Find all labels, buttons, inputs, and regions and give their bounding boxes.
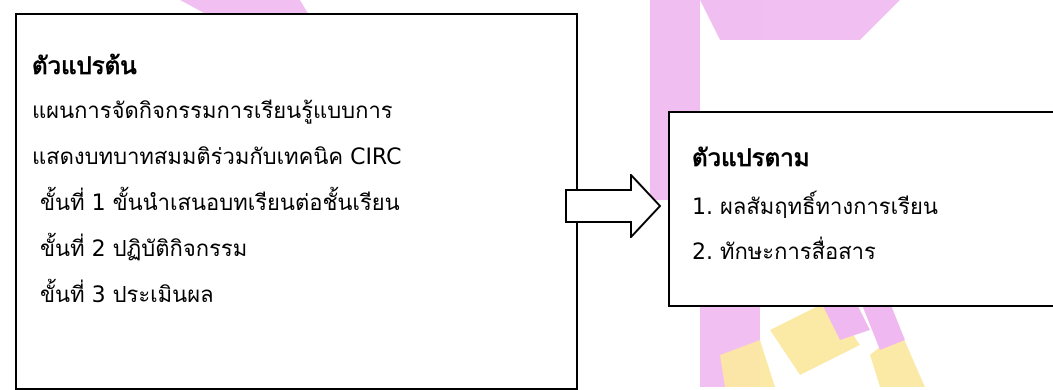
step-2-label: ขั้นที่ 2 ปฏิบัติกิจกรรม	[40, 237, 248, 262]
independent-variable-box: ตัวแปรต้น แผนการจัดกิจกรรมการเรียนรู้แบบ…	[15, 13, 578, 390]
step-3-label: ขั้นที่ 3 ประเมินผล	[40, 283, 214, 308]
dependent-variable-line-2: 2. ทักษะการสื่อสาร	[692, 240, 876, 265]
independent-variable-line-1: แผนการจัดกิจกรรมการเรียนรู้แบบการ	[32, 99, 393, 124]
dependent-variable-title: ตัวแปรตาม	[692, 144, 810, 172]
dependent-variable-box: ตัวแปรตาม 1. ผลสัมฤทธิ์ทางการเรียน 2. ทั…	[668, 111, 1053, 307]
dependent-variable-line-1: 1. ผลสัมฤทธิ์ทางการเรียน	[692, 195, 938, 220]
independent-variable-line-2: แสดงบทบาทสมมติร่วมกับเทคนิค CIRC	[32, 145, 402, 170]
step-1-label: ขั้นที่ 1 ขั้นนำเสนอบทเรียนต่อชั้นเรียน	[40, 191, 400, 216]
independent-variable-title: ตัวแปรต้น	[32, 52, 137, 80]
right-arrow-icon	[565, 174, 661, 238]
